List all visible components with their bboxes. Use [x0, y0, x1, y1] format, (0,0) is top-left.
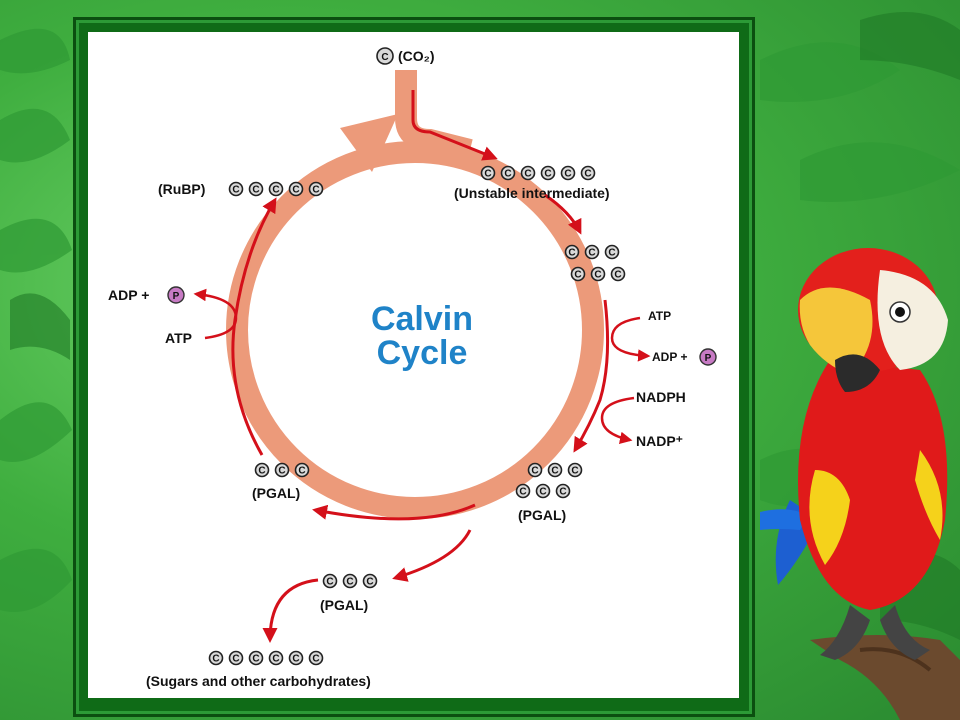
svg-text:C: C	[539, 487, 546, 498]
svg-text:(PGAL): (PGAL)	[252, 485, 300, 501]
pgal-left: C C C (PGAL)	[252, 462, 310, 501]
nadph-label: NADPH	[636, 389, 686, 405]
ring-arrowhead	[340, 114, 398, 172]
svg-text:C: C	[504, 169, 511, 180]
rubp-molecule: (RuBP) C C C C C	[158, 181, 324, 197]
svg-text:C: C	[608, 248, 615, 259]
atp-adp-right-arrows	[600, 316, 651, 445]
svg-text:C: C	[292, 654, 299, 665]
cycle-ring	[226, 141, 604, 519]
svg-text:C: C	[252, 185, 259, 196]
atp-label-right: ATP	[648, 309, 671, 323]
svg-text:C: C	[381, 52, 388, 63]
svg-text:C: C	[551, 466, 558, 477]
svg-text:C: C	[574, 270, 581, 281]
pgal-bottom: C C C (PGAL)	[320, 573, 378, 613]
svg-text:C: C	[524, 169, 531, 180]
svg-text:ADP +: ADP +	[652, 350, 687, 364]
svg-text:C: C	[484, 169, 491, 180]
adp-p-left: ADP + P	[108, 286, 185, 304]
svg-text:C: C	[292, 185, 299, 196]
svg-text:(CO₂): (CO₂)	[398, 48, 435, 64]
svg-text:(PGAL): (PGAL)	[518, 507, 566, 523]
sugars-output: C C C C C C (Sugars and other carbohydra…	[146, 650, 371, 689]
svg-text:C: C	[326, 577, 333, 588]
svg-text:(Sugars and other carbohydrate: (Sugars and other carbohydrates)	[146, 673, 371, 689]
atp-adp-left-arrows	[193, 288, 238, 340]
svg-text:C: C	[571, 466, 578, 477]
svg-text:C: C	[559, 487, 566, 498]
svg-text:C: C	[258, 466, 265, 477]
svg-text:P: P	[173, 291, 180, 302]
svg-text:C: C	[544, 169, 551, 180]
svg-text:C: C	[594, 270, 601, 281]
atp-label-left: ATP	[165, 330, 192, 346]
title-calvin: Calvin	[371, 300, 473, 338]
svg-text:P: P	[705, 353, 712, 364]
svg-text:C: C	[298, 466, 305, 477]
svg-text:C: C	[278, 466, 285, 477]
svg-text:C: C	[232, 185, 239, 196]
svg-text:ADP +: ADP +	[108, 287, 149, 303]
adp-p-right: ADP + P	[652, 348, 717, 366]
svg-text:C: C	[519, 487, 526, 498]
svg-text:C: C	[312, 185, 319, 196]
svg-text:C: C	[366, 577, 373, 588]
two-3c-molecules: C C C C C C	[564, 244, 626, 282]
svg-text:C: C	[531, 466, 538, 477]
svg-text:(PGAL): (PGAL)	[320, 597, 368, 613]
svg-text:C: C	[212, 654, 219, 665]
svg-text:(Unstable intermediate): (Unstable intermediate)	[454, 185, 610, 201]
nadp-label: NADP⁺	[636, 433, 683, 449]
title-cycle: Cycle	[377, 334, 468, 372]
svg-text:C: C	[272, 185, 279, 196]
pgal-right: C C C C C C (PGAL)	[515, 462, 583, 523]
svg-text:C: C	[564, 169, 571, 180]
co2-inlet-band	[395, 70, 473, 161]
svg-text:C: C	[312, 654, 319, 665]
svg-text:C: C	[252, 654, 259, 665]
svg-text:C: C	[272, 654, 279, 665]
svg-text:C: C	[588, 248, 595, 259]
svg-text:C: C	[584, 169, 591, 180]
svg-text:C: C	[346, 577, 353, 588]
svg-text:C: C	[568, 248, 575, 259]
svg-text:C: C	[614, 270, 621, 281]
svg-text:(RuBP): (RuBP)	[158, 181, 205, 197]
co2-input: C (CO₂)	[376, 47, 435, 65]
unstable-intermediate: C C C C C C (Unstable intermediate)	[454, 165, 610, 201]
svg-text:C: C	[232, 654, 239, 665]
